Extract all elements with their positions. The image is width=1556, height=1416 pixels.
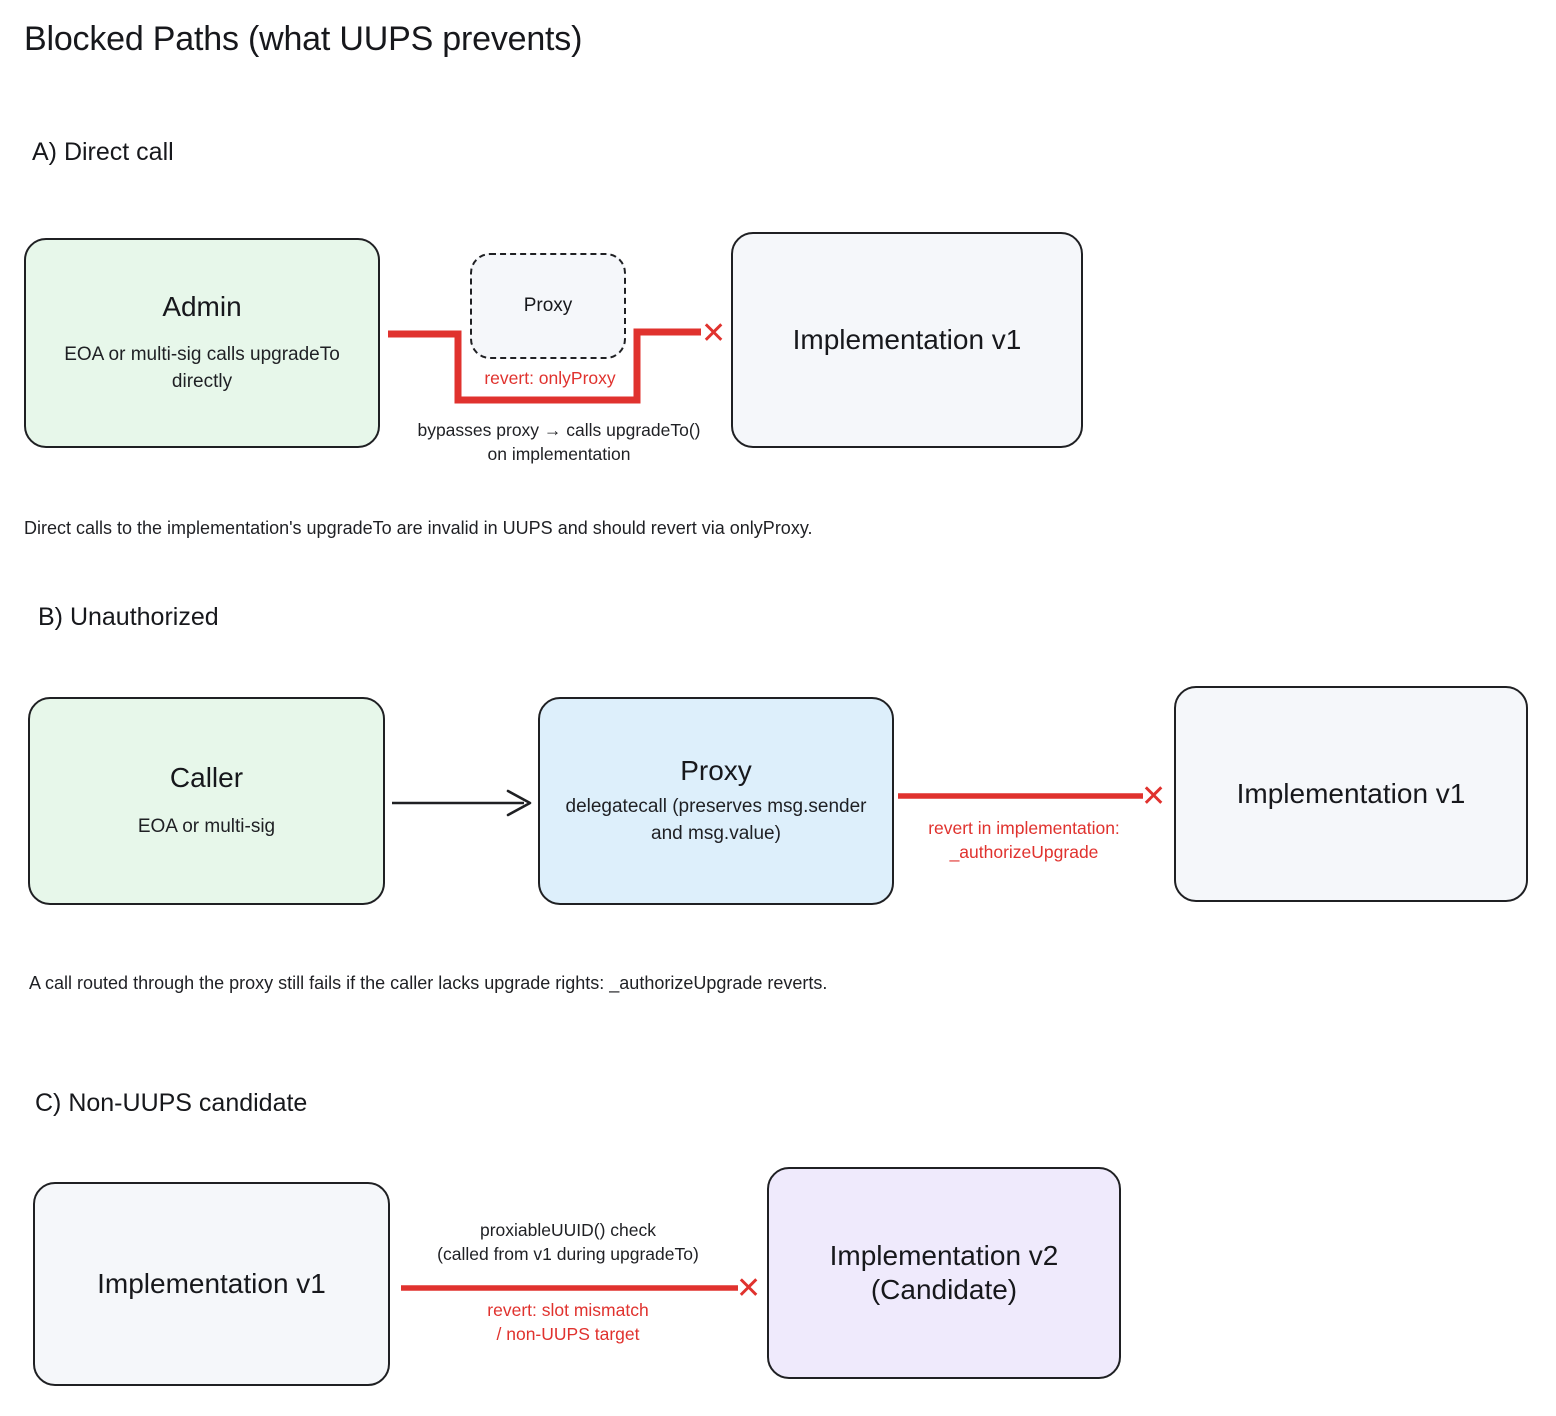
node-implementation-v1-b[interactable]: Implementation v1 (1174, 686, 1528, 902)
edge-caller-to-proxy-arrowhead (506, 789, 532, 817)
node-caller-subtitle: EOA or multi-sig (137, 815, 276, 837)
edge-label-revert-only-proxy: revert: onlyProxy (484, 368, 616, 388)
blocked-x-icon-a: ✕ (701, 317, 727, 350)
blocked-x-icon-b: ✕ (1141, 780, 1167, 813)
node-implementation-v2-candidate-title: Implementation v2 (Candidate) (829, 1239, 1059, 1305)
edge-label-bypasses-proxy: bypasses proxy → calls upgradeTo() on im… (417, 420, 701, 464)
node-proxy-b-title: Proxy (680, 754, 752, 786)
node-proxy-bypassed-title: Proxy (523, 295, 573, 317)
section-c-heading: C) Non-UUPS candidate (35, 1089, 308, 1117)
edge-label-revert-authorize-upgrade: revert in implementation: _authorizeUpgr… (928, 818, 1120, 862)
node-implementation-v1-b-title: Implementation v1 (1236, 777, 1466, 809)
node-implementation-v1-c-title: Implementation v1 (97, 1267, 326, 1299)
node-implementation-v1-a-title: Implementation v1 (792, 323, 1022, 355)
node-caller[interactable]: Caller EOA or multi-sig (28, 697, 385, 905)
caption-a: Direct calls to the implementation's upg… (24, 518, 813, 538)
node-implementation-v2-candidate[interactable]: Implementation v2 (Candidate) (767, 1167, 1121, 1379)
node-admin-subtitle: EOA or multi-sig calls upgradeTo directl… (64, 344, 340, 393)
node-proxy-b-subtitle: delegatecall (preserves msg.sender and m… (565, 796, 867, 845)
edge-label-proxiable-uuid-check: proxiableUUID() check (called from v1 du… (437, 1220, 699, 1264)
edge-label-revert-slot-mismatch: revert: slot mismatch / non-UUPS target (487, 1300, 649, 1344)
node-proxy-bypassed[interactable]: Proxy (470, 253, 626, 359)
section-b-heading: B) Unauthorized (38, 603, 219, 631)
caption-b: A call routed through the proxy still fa… (29, 973, 828, 993)
node-implementation-v1-c[interactable]: Implementation v1 (33, 1182, 390, 1386)
node-admin-title: Admin (162, 290, 242, 322)
section-a-heading: A) Direct call (32, 138, 174, 166)
node-implementation-v1-a[interactable]: Implementation v1 (731, 232, 1083, 448)
node-proxy-b[interactable]: Proxy delegatecall (preserves msg.sender… (538, 697, 894, 905)
page-title: Blocked Paths (what UUPS prevents) (24, 20, 583, 58)
node-caller-title: Caller (169, 762, 244, 794)
node-admin[interactable]: Admin EOA or multi-sig calls upgradeTo d… (24, 238, 380, 448)
blocked-x-icon-c: ✕ (736, 1272, 762, 1305)
